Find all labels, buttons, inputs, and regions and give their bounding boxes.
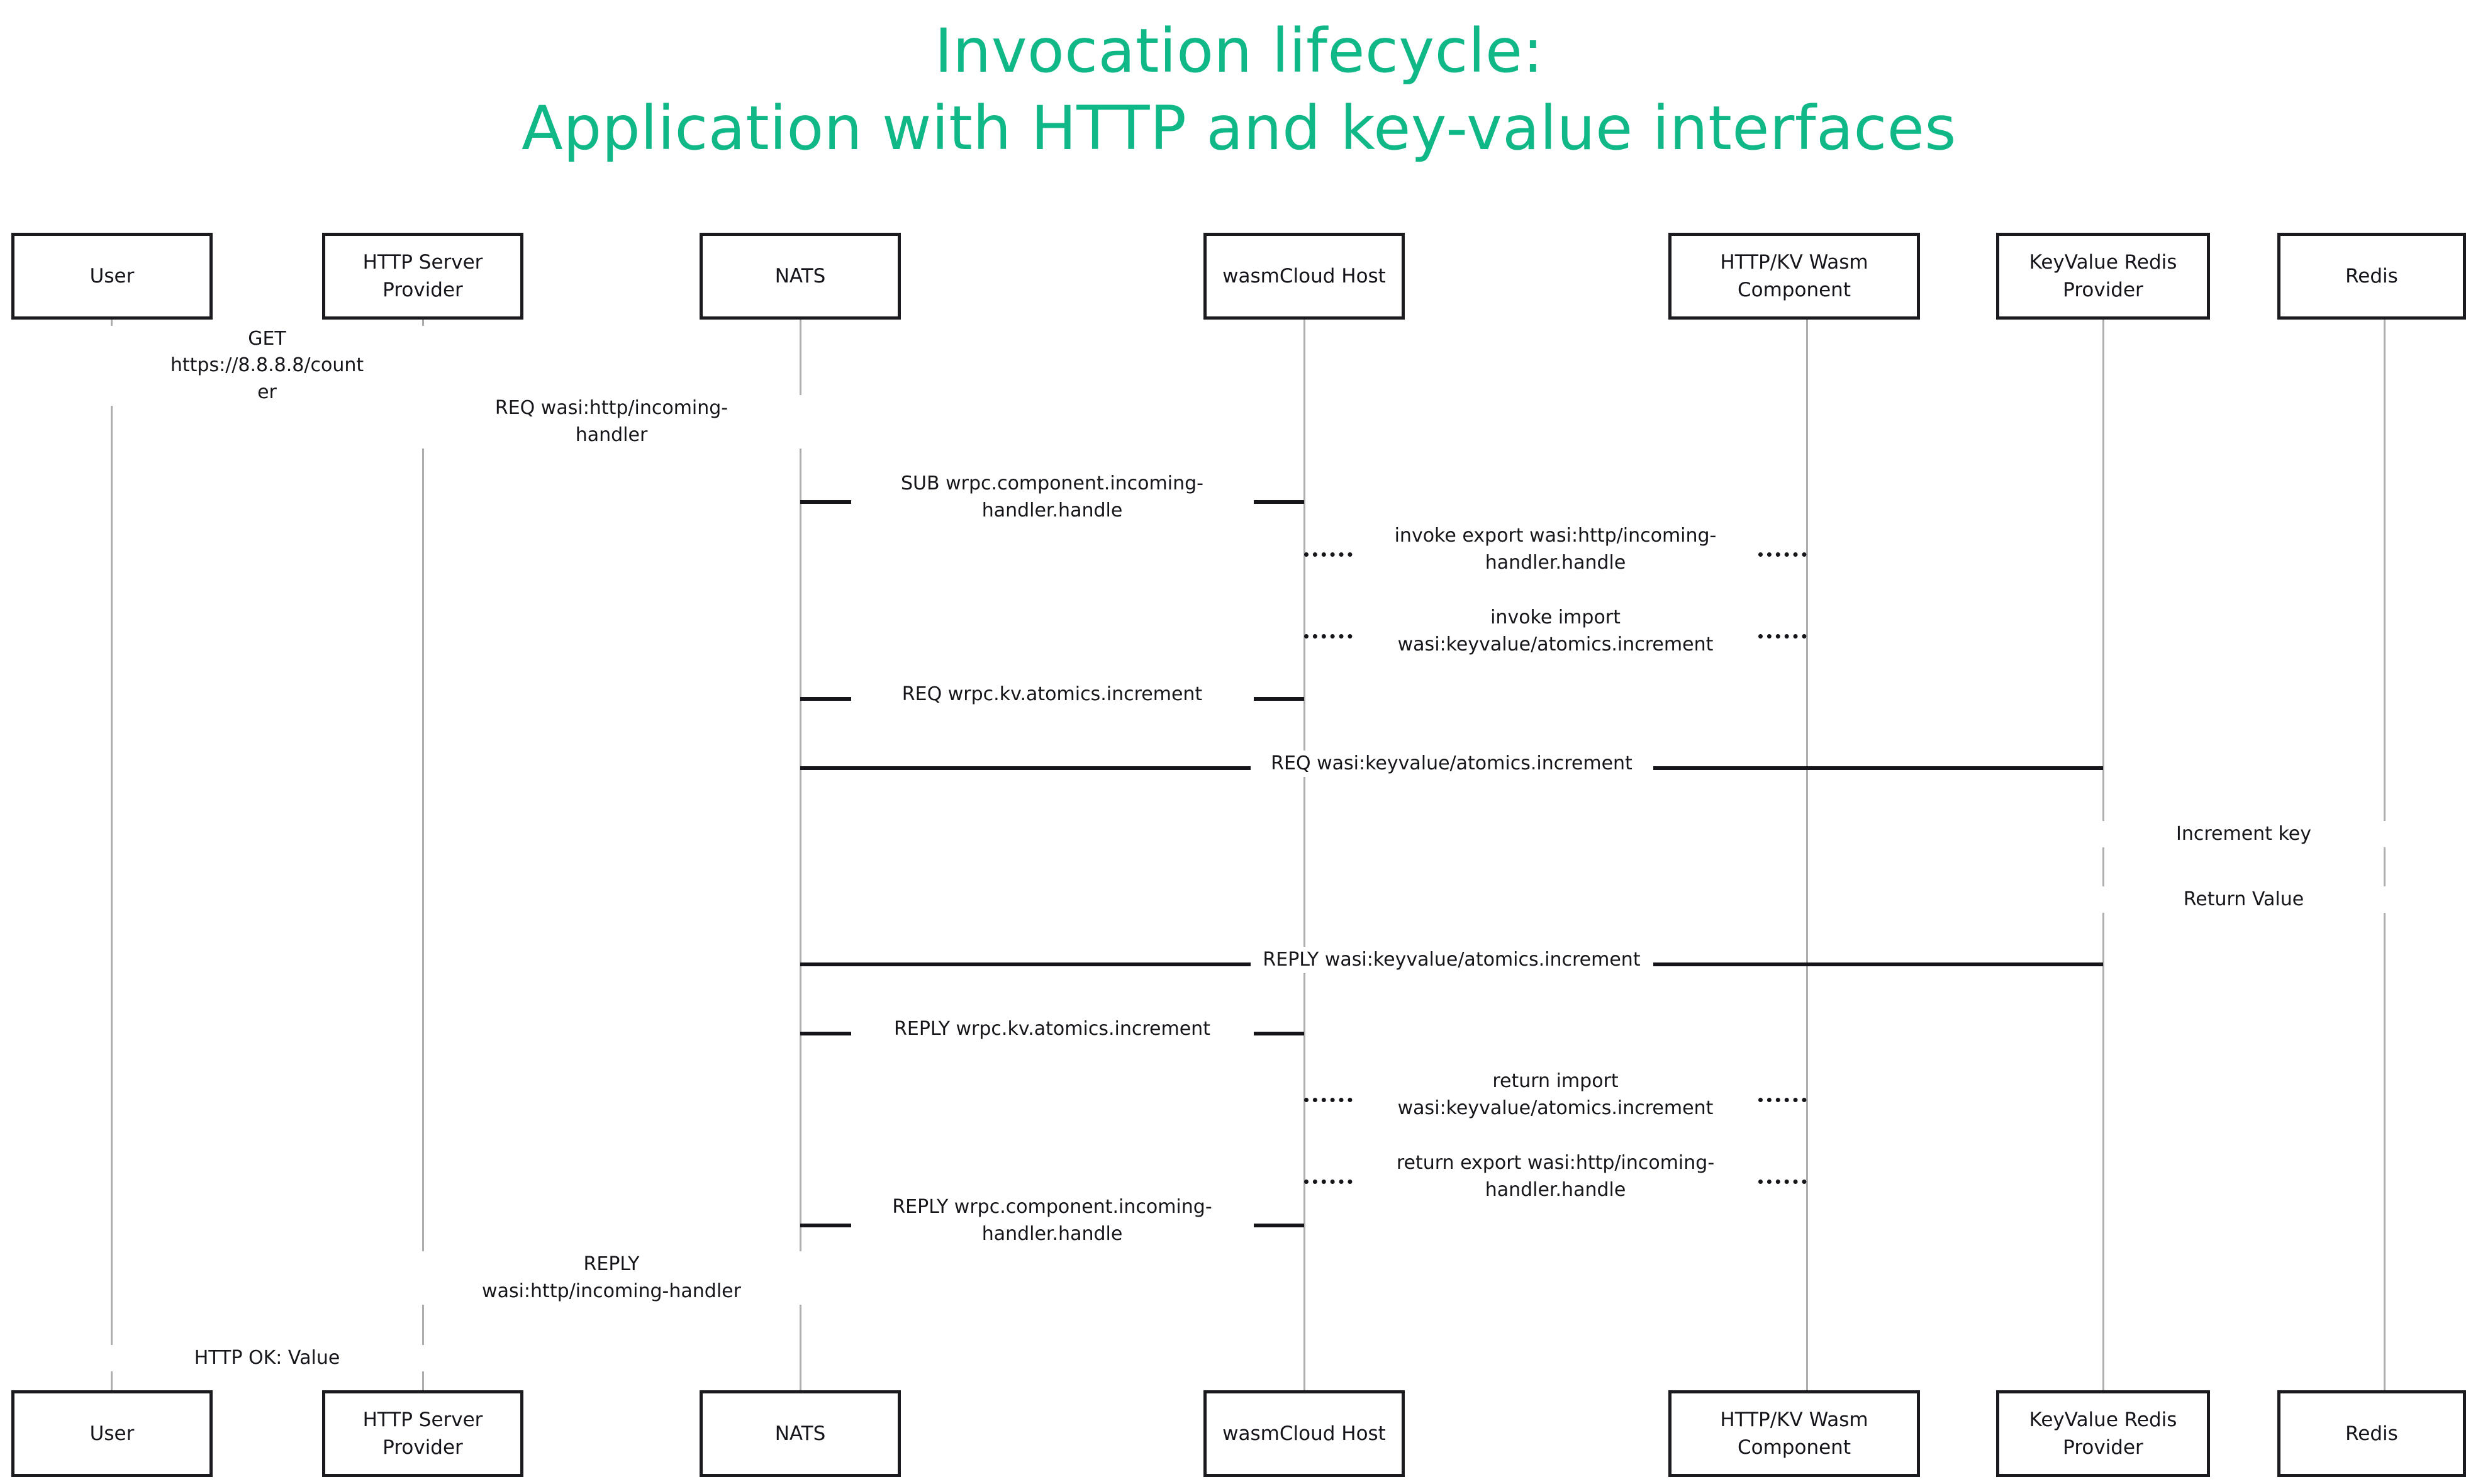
participant-header-component[interactable]: HTTP/KV Wasm Component [1668,233,1920,320]
participant-footer-http[interactable]: HTTP Server Provider [322,1390,523,1477]
participant-header-kvprov[interactable]: KeyValue Redis Provider [1996,233,2210,320]
participant-label: KeyValue Redis Provider [2029,1408,2177,1459]
participant-header-http[interactable]: HTTP Server Provider [322,233,523,320]
participant-label: Redis [2345,1422,2398,1445]
participant-label: Redis [2345,264,2398,287]
message-label-10: REPLY wasi:keyvalue/atomics.increment [1250,946,1653,974]
participant-footer-redis[interactable]: Redis [2277,1390,2466,1477]
lifeline-nats [800,320,801,1390]
message-label-15: REPLY wasi:http/incoming-handler [410,1251,813,1305]
participant-header-host[interactable]: wasmCloud Host [1203,233,1405,320]
message-label-2: REQ wasi:http/incoming- handler [410,395,813,449]
participant-footer-kvprov[interactable]: KeyValue Redis Provider [1996,1390,2210,1477]
diagram-title: Invocation lifecycle: Application with H… [522,16,1956,164]
lifeline-redis [2384,320,2386,1390]
message-label-12: return import wasi:keyvalue/atomics.incr… [1354,1068,1757,1122]
participant-label: NATS [774,1422,826,1445]
message-label-3: SUB wrpc.component.incoming- handler.han… [851,471,1254,525]
lifeline-user [111,320,113,1390]
participant-label: HTTP Server Provider [362,1408,483,1459]
participant-label: HTTP/KV Wasm Component [1720,1408,1868,1459]
message-label-13: return export wasi:http/incoming- handle… [1354,1150,1757,1204]
participant-header-user[interactable]: User [11,233,213,320]
participant-label: wasmCloud Host [1222,264,1386,287]
message-label-14: REPLY wrpc.component.incoming- handler.h… [851,1194,1254,1248]
message-label-4: invoke export wasi:http/incoming- handle… [1354,523,1757,577]
participant-label: wasmCloud Host [1222,1422,1386,1445]
participant-header-nats[interactable]: NATS [700,233,901,320]
participant-header-redis[interactable]: Redis [2277,233,2466,320]
participant-label: NATS [774,264,826,287]
message-label-7: REQ wasi:keyvalue/atomics.increment [1250,750,1653,778]
participant-footer-host[interactable]: wasmCloud Host [1203,1390,1405,1477]
lifeline-kvprov [2102,320,2104,1390]
message-label-9: Return Value [2090,886,2397,913]
message-label-6: REQ wrpc.kv.atomics.increment [851,681,1254,708]
lifeline-component [1806,320,1808,1390]
message-label-8: Increment key [2090,820,2397,848]
participant-label: KeyValue Redis Provider [2029,250,2177,301]
lifeline-http [422,320,424,1390]
participant-footer-component[interactable]: HTTP/KV Wasm Component [1668,1390,1920,1477]
participant-label: User [89,1422,135,1445]
participant-footer-nats[interactable]: NATS [700,1390,901,1477]
message-label-5: invoke import wasi:keyvalue/atomics.incr… [1354,605,1757,659]
participant-label: User [89,264,135,287]
message-label-16: HTTP OK: Value [99,1344,435,1372]
lifeline-host [1303,320,1305,1390]
message-label-1: GET https://8.8.8.8/count er [99,325,435,406]
participant-label: HTTP/KV Wasm Component [1720,250,1868,301]
participant-footer-user[interactable]: User [11,1390,213,1477]
message-label-11: REPLY wrpc.kv.atomics.increment [851,1015,1254,1043]
participant-label: HTTP Server Provider [362,250,483,301]
